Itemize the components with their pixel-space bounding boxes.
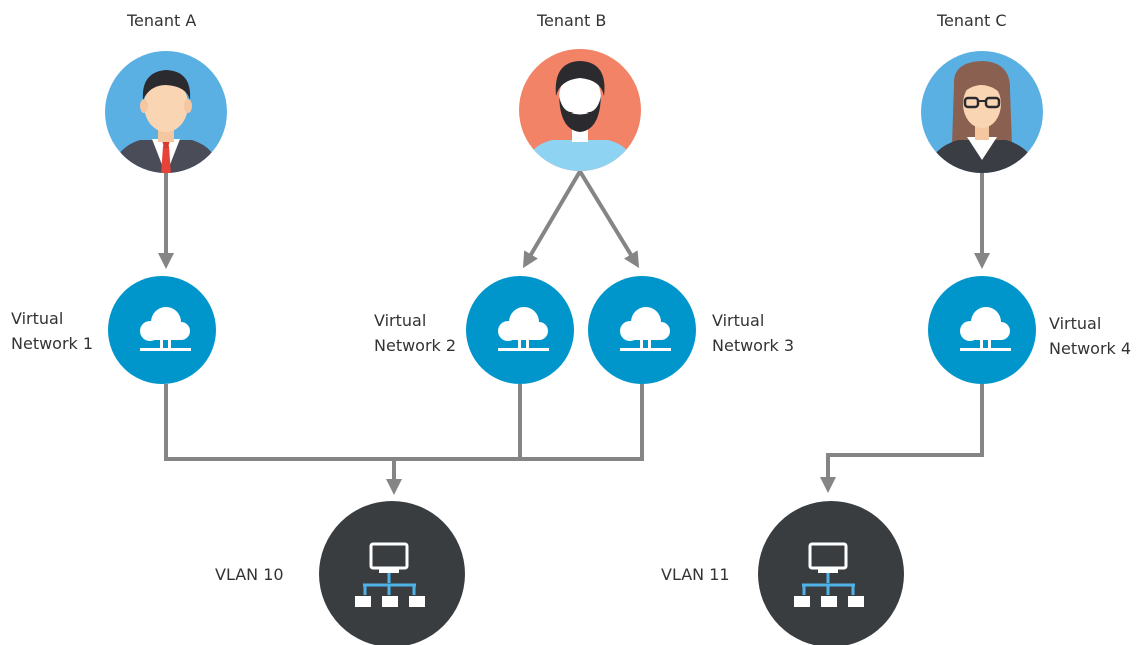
- tenant-b-avatar: [519, 49, 641, 171]
- tenant-c-avatar: [921, 51, 1043, 173]
- tenant-a-label: Tenant A: [127, 11, 197, 30]
- cloud-network-icon: [960, 307, 1011, 351]
- tenant-b-label: Tenant B: [537, 11, 607, 30]
- network-1-node: [108, 276, 216, 384]
- arrow-tenant-b-to-network-3: [578, 170, 640, 269]
- network-2-label-line1: Virtual: [374, 311, 427, 330]
- network-3-label: Virtual Network 3: [712, 308, 794, 358]
- vlan-11-node: [758, 501, 904, 645]
- tenant-c-label: Tenant C: [937, 11, 1007, 30]
- network-1-label-line2: Network 1: [11, 334, 94, 353]
- computer-network-icon: [355, 542, 425, 607]
- cloud-network-icon: [498, 307, 549, 351]
- arrow-tenant-b-to-network-2: [522, 170, 582, 269]
- network-2-node: [466, 276, 574, 384]
- link-network-1-bus: [164, 384, 644, 461]
- connectors: [158, 170, 990, 495]
- network-4-label: Virtual Network 4: [1049, 311, 1131, 361]
- computer-network-icon: [794, 542, 864, 607]
- network-4-label-line2: Network 4: [1049, 339, 1132, 358]
- network-3-label-line2: Network 3: [712, 336, 795, 355]
- network-4-label-line1: Virtual: [1049, 314, 1102, 333]
- vlan-10-node: [319, 501, 465, 645]
- network-3-node: [588, 276, 696, 384]
- network-1-label: Virtual Network 1: [11, 306, 93, 356]
- tenant-a-avatar: [105, 51, 227, 173]
- network-1-label-line1: Virtual: [11, 309, 64, 328]
- arrow-network-4-to-vlan-11: [820, 384, 984, 493]
- network-2-label: Virtual Network 2: [374, 308, 456, 358]
- cloud-network-icon: [620, 307, 671, 351]
- network-2-label-line2: Network 2: [374, 336, 457, 355]
- network-3-label-line1: Virtual: [712, 311, 765, 330]
- cloud-network-icon: [140, 307, 191, 351]
- network-4-node: [928, 276, 1036, 384]
- vlan-11-label: VLAN 11: [661, 565, 730, 584]
- vlan-10-label: VLAN 10: [215, 565, 284, 584]
